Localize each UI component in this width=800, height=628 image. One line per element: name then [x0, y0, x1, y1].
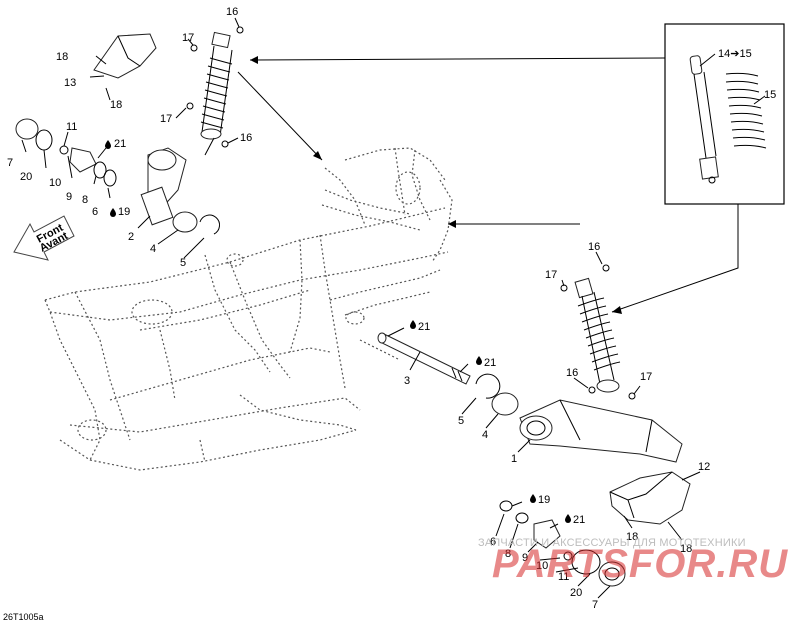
callout: 10 — [49, 177, 61, 189]
callout: 21 — [114, 138, 126, 150]
vehicle-frame — [44, 147, 453, 471]
watermark-logo: PARTSFOR.RU — [492, 542, 789, 586]
oil-drop-icon — [105, 140, 111, 149]
callout: 9 — [66, 191, 72, 203]
callout: 11 — [558, 571, 569, 583]
callout: 17 — [182, 32, 194, 44]
callout: 11 — [66, 121, 77, 133]
circlip-5b — [475, 373, 501, 399]
callout: 20 — [570, 587, 582, 599]
drawing-code-label: 26T1005a — [3, 612, 44, 622]
spring-15 — [725, 72, 767, 149]
callout: 6 — [92, 206, 98, 218]
callout: 15 — [764, 89, 776, 101]
shock-absorber-14 — [689, 55, 719, 184]
pivot-shaft-3 — [377, 332, 471, 385]
callout: 17 — [545, 269, 557, 281]
callout: 7 — [7, 157, 13, 169]
callout: 19 — [538, 494, 550, 506]
callout: 7 — [592, 599, 598, 611]
callout: 13 — [64, 77, 76, 89]
callout: 21 — [418, 321, 430, 333]
callout: 2 — [128, 231, 134, 243]
seal-20 — [35, 129, 53, 151]
callout: 18 — [56, 51, 68, 63]
swing-arm-1 — [519, 399, 683, 463]
upper-left-assembly — [15, 17, 244, 259]
callout: 5 — [458, 415, 464, 427]
callout-labels: 16 17 18 13 18 17 16 11 7 20 21 10 9 8 6… — [7, 6, 776, 611]
callout: 20 — [20, 171, 32, 183]
callout: 18 — [626, 531, 638, 543]
reference-arrows — [237, 56, 739, 314]
callout: 9 — [522, 552, 528, 564]
callout: 16 — [226, 6, 238, 18]
callout: 21 — [484, 357, 496, 369]
callout: 3 — [404, 375, 410, 387]
washer-8b — [515, 512, 529, 524]
oil-drop-icon — [110, 208, 116, 217]
bolt-9b — [533, 519, 561, 549]
callout: 8 — [505, 548, 511, 560]
oring-6 — [103, 169, 117, 187]
callout: 17 — [640, 371, 652, 383]
callout: 16 — [240, 132, 252, 144]
callout: 8 — [82, 194, 88, 206]
callout: 4 — [150, 243, 156, 255]
callout: 19 — [118, 206, 130, 218]
watermark-tagline: ЗАПЧАСТИ И АКСЕССУАРЫ ДЛЯ МОТОТЕХНИКИ — [478, 537, 746, 549]
oil-drop-icon — [565, 514, 571, 523]
cap-7 — [15, 118, 39, 140]
callout: 18 — [680, 543, 692, 555]
cap-7b — [598, 561, 626, 587]
shock-absorber-upper — [200, 31, 233, 140]
callout: 12 — [698, 461, 710, 473]
callout: 18 — [110, 99, 122, 111]
circlip-5 — [199, 214, 221, 235]
callout: 17 — [160, 113, 172, 125]
protector-12 — [609, 471, 691, 525]
shock-absorber-lower — [574, 277, 621, 393]
shock-inset-box — [664, 23, 785, 205]
washer-8 — [93, 161, 107, 179]
oil-drop-icon — [476, 356, 482, 365]
nut-10b — [563, 551, 573, 561]
callout: 16 — [588, 241, 600, 253]
suspension-arm-pivot-2 — [140, 147, 187, 226]
callout: 4 — [482, 429, 488, 441]
oil-drop-icon — [530, 494, 536, 503]
callout: 6 — [490, 536, 496, 548]
nut-10 — [59, 145, 69, 155]
callout: 16 — [566, 367, 578, 379]
bolt-9 — [69, 147, 97, 173]
callout: 10 — [536, 560, 548, 572]
bushing-4b — [491, 392, 519, 416]
callout: 21 — [573, 514, 585, 526]
oil-drop-icon — [410, 320, 416, 329]
callout: 5 — [180, 257, 186, 269]
callout: 14➔15 — [718, 48, 752, 60]
bushing-4 — [172, 211, 198, 233]
lubrication-symbols — [105, 140, 571, 523]
seal-20b — [571, 549, 601, 575]
callout: 1 — [511, 453, 517, 465]
lower-right-assembly — [377, 251, 701, 599]
protector-13 — [93, 33, 157, 79]
front-direction-arrow: Front Avant — [13, 215, 75, 261]
oring-6b — [499, 500, 513, 512]
